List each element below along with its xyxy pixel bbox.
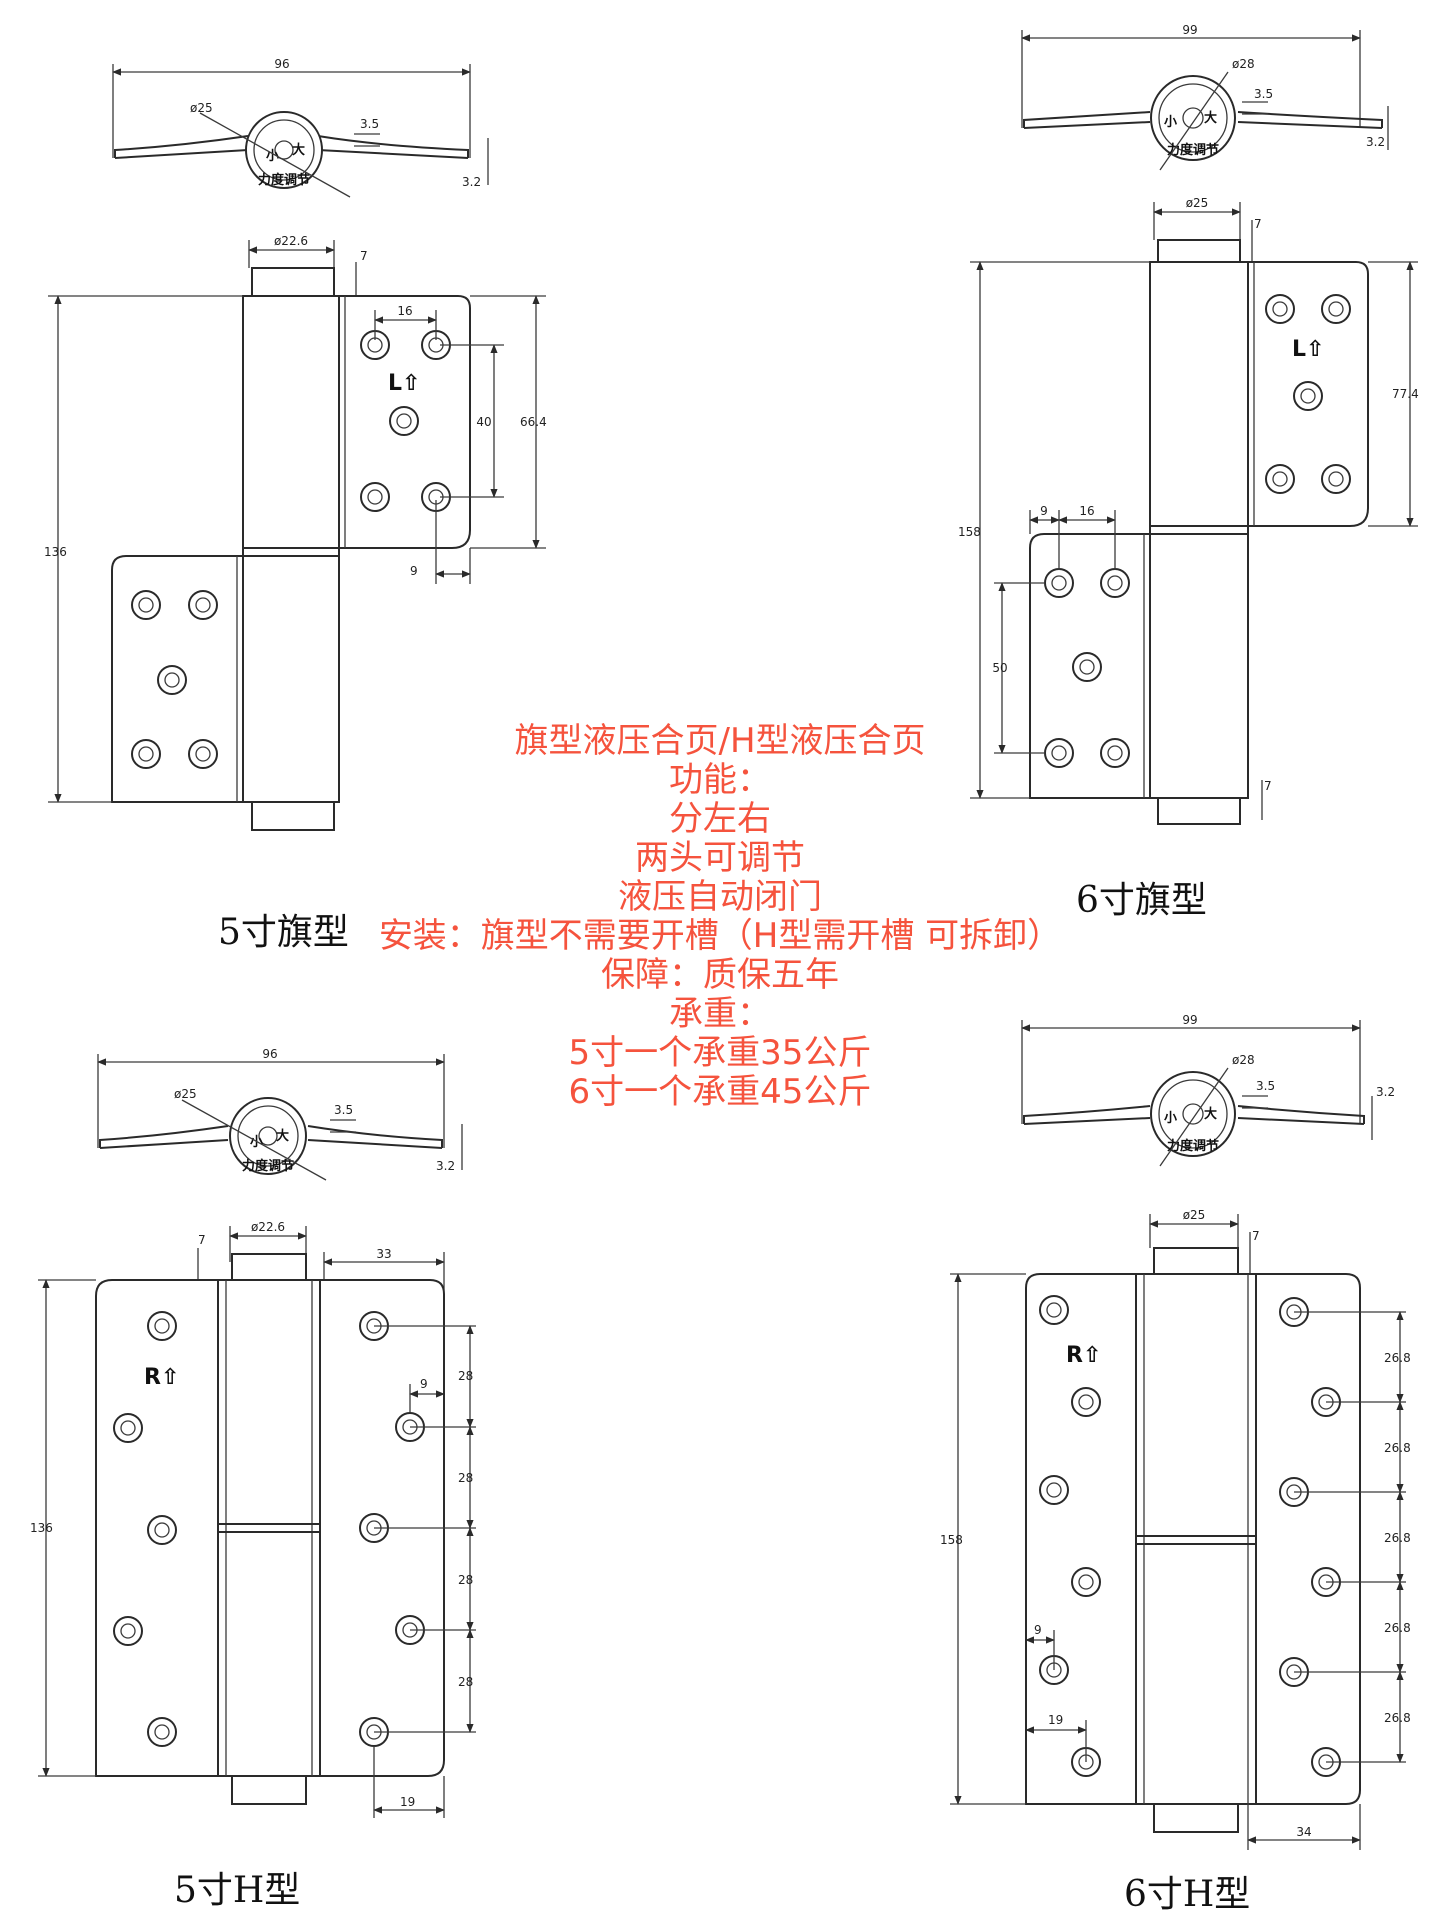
dim-pin-ext: 7: [360, 249, 368, 263]
dim-edge: 9: [420, 1377, 428, 1391]
caption-5in-flag: 5寸旗型: [218, 912, 349, 953]
hub-large: 大: [292, 142, 305, 158]
dim-hole-pitch: 28: [458, 1573, 473, 1587]
hinge-6in-flag: 99 小 大 力度调节 ø28 3.5 3.2 ø25 7: [958, 23, 1419, 921]
dim-hole-pitch-y: 50: [992, 661, 1007, 675]
dim-width: 99: [1182, 23, 1197, 37]
dim-edge: 9: [1040, 504, 1048, 518]
dim-edge: 9: [410, 564, 418, 578]
info-line-title: 旗型液压合页/H型液压合页: [514, 721, 926, 761]
dim-pin: ø25: [1183, 1208, 1206, 1222]
dim-offset: 3.5: [1256, 1079, 1275, 1093]
caption-6in-h: 6寸H型: [1124, 1874, 1250, 1915]
dim-thickness: 3.2: [436, 1159, 455, 1173]
hub-large: 大: [1204, 1106, 1217, 1122]
dim-diameter: ø28: [1232, 57, 1255, 71]
hub-bottom: 力度调节: [1167, 142, 1219, 158]
hub-bottom: 力度调节: [258, 172, 310, 188]
dim-hole-pitch: 26.8: [1384, 1711, 1411, 1725]
hinge-5in-h: 96 小 大 力度调节 ø25 3.5 3.2 ø22.6 7: [30, 1047, 476, 1911]
dim-thickness: 3.2: [462, 175, 481, 189]
dim-hole-pitch: 26.8: [1384, 1531, 1411, 1545]
dim-total: 136: [30, 1521, 53, 1535]
front-view-5in-flag: ø22.6 7 L⇧: [44, 234, 547, 831]
dim-edge2: 19: [1048, 1713, 1063, 1727]
dim-leaf-height: 77.4: [1392, 387, 1419, 401]
dim-hole-pitch: 26.8: [1384, 1441, 1411, 1455]
info-line-adjustable: 两头可调节: [635, 838, 805, 878]
front-view-6in-flag: ø25 7 L⇧: [958, 196, 1419, 825]
dim-total: 158: [958, 525, 981, 539]
direction-mark: L⇧: [388, 371, 420, 396]
info-line-function: 功能：: [669, 760, 771, 800]
dim-total: 136: [44, 545, 67, 559]
hub-small: 小: [1164, 1111, 1177, 1126]
dim-hole-pitch: 28: [458, 1675, 473, 1689]
info-line-install: 安装：旗型不需要开槽（H型需开槽 可拆卸）: [378, 916, 1062, 956]
dim-hole-pitch: 26.8: [1384, 1621, 1411, 1635]
dim-pin-ext: 7: [1254, 217, 1262, 231]
info-line-left-right: 分左右: [669, 799, 771, 839]
front-view-6in-h: ø25 7 R⇧: [940, 1208, 1411, 1850]
dim-hole-pitch: 26.8: [1384, 1351, 1411, 1365]
hinge-6in-h: 99 小 大 力度调节 ø28 3.5 3.2 ø25 7: [940, 1013, 1411, 1915]
info-line-load-6in: 6寸一个承重45公斤: [568, 1072, 872, 1112]
dim-diameter: ø25: [190, 101, 213, 115]
dim-pin: ø22.6: [251, 1220, 285, 1234]
dim-leaf-height: 66.4: [520, 415, 547, 429]
dim-offset: 3.5: [360, 117, 379, 131]
hub-small: 小: [266, 149, 279, 164]
top-view-5in-flag: 96 小 大 力度调节 ø25 3.5 3.2: [112, 57, 489, 198]
dim-thickness: 3.2: [1376, 1085, 1395, 1099]
dim-offset: 3.5: [334, 1103, 353, 1117]
hub-bottom: 力度调节: [1167, 1138, 1219, 1154]
dim-width: 96: [274, 57, 289, 71]
hub-large: 大: [1204, 110, 1217, 126]
dim-offset: 3.5: [1254, 87, 1273, 101]
dim-edge: 9: [1034, 1623, 1042, 1637]
info-line-warranty: 保障：质保五年: [601, 955, 839, 995]
dim-leaf-width: 34: [1296, 1825, 1311, 1839]
dim-pin: ø25: [1186, 196, 1209, 210]
dim-pin-ext: 7: [198, 1233, 206, 1247]
info-line-auto-close: 液压自动闭门: [618, 877, 822, 917]
dim-hole-pitch-y: 40: [476, 415, 491, 429]
dim-edge2: 19: [400, 1795, 415, 1809]
hub-bottom: 力度调节: [242, 1158, 294, 1174]
hub-small: 小: [1164, 115, 1177, 130]
hub-small: 小: [250, 1135, 263, 1150]
top-view-6in-h: 99 小 大 力度调节 ø28 3.5 3.2: [1021, 1013, 1395, 1167]
direction-mark: L⇧: [1292, 337, 1324, 362]
info-line-load: 承重：: [669, 994, 771, 1034]
dim-hole-pitch: 28: [458, 1369, 473, 1383]
direction-mark: R⇧: [144, 1365, 179, 1390]
product-info: 旗型液压合页/H型液压合页 功能： 分左右 两头可调节 液压自动闭门 安装：旗型…: [240, 722, 1200, 1112]
dim-width: 99: [1182, 1013, 1197, 1027]
dim-hole-pitch-x: 16: [397, 304, 412, 318]
caption-6in-flag: 6寸旗型: [1076, 880, 1207, 921]
info-line-load-5in: 5寸一个承重35公斤: [568, 1033, 872, 1073]
dim-pin-ext: 7: [1252, 1229, 1260, 1243]
hub-large: 大: [276, 1128, 289, 1144]
caption-5in-h: 5寸H型: [174, 1870, 300, 1911]
top-view-5in-h: 96 小 大 力度调节 ø25 3.5 3.2: [97, 1047, 463, 1181]
direction-mark: R⇧: [1066, 1343, 1101, 1368]
dim-pin: ø22.6: [274, 234, 308, 248]
dim-hole-pitch: 28: [458, 1471, 473, 1485]
dim-diameter: ø28: [1232, 1053, 1255, 1067]
dim-width: 96: [262, 1047, 277, 1061]
dim-diameter: ø25: [174, 1087, 197, 1101]
dim-thickness: 3.2: [1366, 135, 1385, 149]
dim-pin-ext-bottom: 7: [1264, 779, 1272, 793]
dim-leaf-width: 33: [376, 1247, 391, 1261]
top-view-6in-flag: 99 小 大 力度调节 ø28 3.5 3.2: [1021, 23, 1389, 171]
hinge-5in-flag: 96 小 大 力度调节 ø25 3.5 3.2 ø22.6 7: [44, 57, 547, 953]
dim-total: 158: [940, 1533, 963, 1547]
front-view-5in-h: ø22.6 7 33 R⇧: [30, 1220, 476, 1818]
dim-hole-pitch-x: 16: [1079, 504, 1094, 518]
